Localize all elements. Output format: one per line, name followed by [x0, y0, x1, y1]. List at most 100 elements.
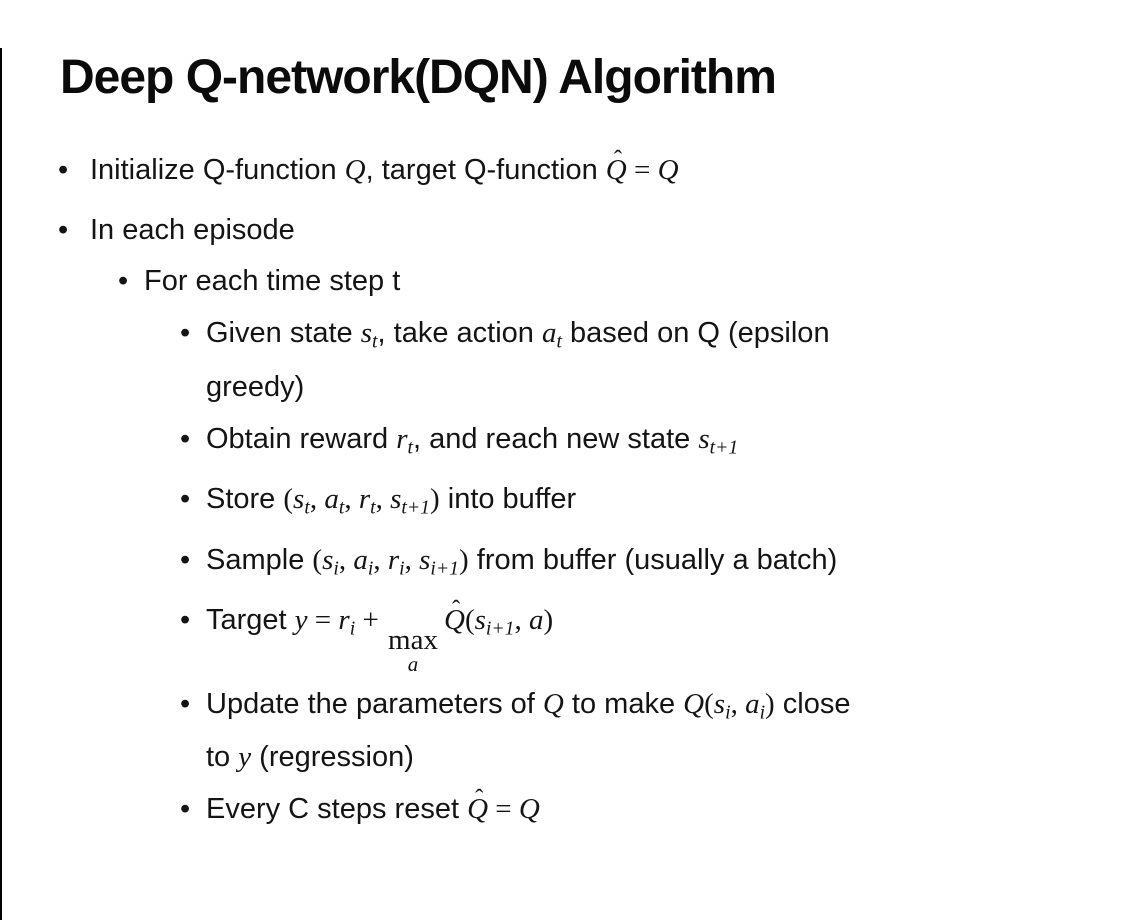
math-variable: y: [294, 604, 308, 637]
math-variable-subscripted: rt: [358, 483, 376, 519]
bullet-content: Obtain reward rt, and reach new state st…: [206, 417, 1078, 471]
text-segment: to make: [563, 687, 684, 720]
math-variable: a: [529, 604, 544, 637]
math-text: =: [626, 154, 658, 186]
text-segment: close: [774, 687, 851, 720]
bullet-item-level-1: • Initialize Q-function Q, target Q-funct…: [0, 147, 1124, 193]
bullet-marker-icon: •: [58, 214, 69, 246]
bullet-content: Sample (si, ai, ri, si+1) from buffer (u…: [206, 538, 1078, 592]
math-variable-subscripted: si: [713, 687, 731, 724]
bullet-item-level-3: • Update the parameters of Q to make Q(si…: [0, 682, 1124, 781]
bullet-marker-icon: •: [180, 543, 191, 576]
math-text: ,: [344, 483, 359, 516]
math-subscript: t: [556, 330, 562, 353]
hat-accent: ˆ: [452, 595, 461, 623]
bullet-marker-icon: •: [180, 793, 191, 826]
math-variable-subscripted: st: [360, 317, 378, 353]
bullet-content: Store (st, at, rt, st+1) into buffer: [206, 477, 1078, 531]
math-variable: a: [324, 483, 339, 516]
math-variable: s: [713, 687, 726, 720]
bullet-item-level-3: •Obtain reward rt, and reach new state s…: [0, 417, 1124, 471]
math-subscript: t+1: [401, 496, 431, 519]
math-text: =: [488, 793, 519, 826]
math-text: ,: [404, 543, 420, 576]
slide-title: Deep Q-network(DQN) Algorithm: [60, 51, 777, 104]
bullet-content: Given state st, take action at based on …: [206, 311, 1078, 410]
math-variable-subscripted: si: [322, 543, 339, 580]
math-subscript: i: [725, 701, 731, 724]
math-text: ,: [375, 483, 391, 516]
math-variable-subscripted: st+1: [698, 422, 738, 459]
text-segment: , and reach new state: [412, 422, 699, 455]
video-frame-left-edge: [0, 48, 2, 920]
math-text: ): [459, 543, 469, 576]
math-subscript: i: [759, 701, 766, 724]
bullet-marker-icon: •: [118, 265, 129, 297]
math-text: (: [704, 687, 714, 720]
math-text: +: [355, 604, 387, 637]
text-segment: Initialize Q-function: [90, 154, 345, 186]
bullet-content: For each time step t: [144, 259, 1016, 304]
text-segment: to: [206, 741, 239, 774]
bullet-list: •Initialize Q-function Q, target Q-funct…: [0, 147, 1124, 832]
bullet-marker-icon: •: [180, 422, 191, 455]
math-text: ,: [514, 604, 530, 637]
text-segment: (regression): [251, 741, 414, 774]
bullet-marker-icon: •: [58, 154, 69, 186]
math-variable: a: [353, 543, 368, 576]
math-subscript: i+1: [485, 617, 515, 640]
math-text: ): [430, 483, 440, 516]
text-segment: Given state: [206, 317, 361, 349]
text-segment: In each episode: [90, 214, 295, 246]
text-segment: , target Q-function: [365, 154, 606, 186]
math-variable: r: [338, 604, 350, 637]
math-variable: a: [541, 317, 557, 349]
math-variable: Q: [518, 793, 540, 826]
bullet-marker-icon: •: [180, 483, 191, 516]
math-variable: s: [698, 422, 710, 455]
math-variable: Q: [467, 793, 489, 826]
text-segment: based on Q (epsilon: [561, 317, 830, 349]
text-segment: Store: [206, 483, 284, 516]
text-segment: Every C steps reset: [206, 793, 468, 826]
math-subscript: t: [407, 436, 413, 459]
hat-accent: ˆ: [475, 784, 484, 812]
math-subscript: t: [304, 496, 310, 519]
math-text: ,: [730, 687, 746, 720]
math-variable-subscripted: st: [293, 483, 310, 519]
math-variable: Q: [443, 604, 465, 637]
math-variable-subscripted: at: [324, 483, 344, 519]
bullet-marker-icon: •: [180, 604, 191, 637]
bullet-marker-icon: •: [180, 687, 191, 720]
math-text: ,: [373, 543, 388, 576]
math-subscript: i: [399, 557, 405, 580]
math-variable: r: [396, 422, 408, 455]
bullet-content: Update the parameters of Q to make Q(si,…: [206, 682, 1078, 781]
math-subscript: t: [372, 330, 378, 353]
text-segment: Update the parameters of: [206, 687, 543, 720]
math-text: ,: [338, 543, 354, 576]
math-variable: r: [387, 543, 400, 576]
math-text: ): [765, 687, 775, 720]
math-variable: Q: [344, 154, 366, 186]
math-variable-subscripted: ri: [338, 604, 355, 640]
math-variable: s: [293, 483, 305, 516]
text-segment: For each time step t: [144, 265, 401, 297]
math-subscript: i: [349, 617, 356, 640]
math-variable: s: [360, 317, 373, 349]
bullet-item-level-3: •Store (st, at, rt, st+1) into buffer: [0, 477, 1124, 531]
math-variable: s: [322, 543, 334, 576]
math-variable: r: [358, 483, 371, 516]
math-variable: Q: [605, 154, 627, 186]
math-subscript: i+1: [430, 557, 460, 580]
text-segment: Target: [206, 604, 295, 637]
math-variable-subscripted: ai: [353, 543, 373, 580]
bullet-item-level-3: •Given state st, take action at based on…: [0, 311, 1124, 410]
text-segment: into buffer: [439, 483, 577, 516]
